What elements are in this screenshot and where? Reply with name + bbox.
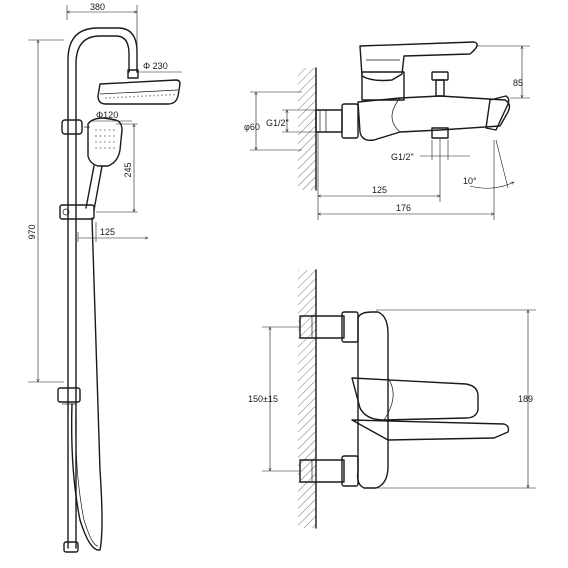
front-body [356,311,389,489]
nozzle-dot [137,95,139,98]
dim-front-height: 189 [518,394,533,404]
nozzle-dot [125,96,127,98]
nozzle-dot [104,147,106,149]
mixer-side-view: 85 φ60 G1/2" G1/2" 125 176 10° [244,41,530,220]
nozzle-dot [108,147,111,149]
nozzle-dot [157,94,159,97]
mixer-front-view: 150±15 189 [248,269,536,529]
nozzle-dot [173,93,175,96]
nozzle-dot [145,95,147,97]
nozzle-dot [113,96,115,99]
slider-holder [61,119,83,135]
front-lever [351,377,479,421]
nozzle-dot [141,95,143,98]
dim-mixer-height: 85 [513,78,523,88]
dim-hand-diameter: Φ120 [96,110,118,120]
overhead-shower-head [97,79,181,105]
dim-head-diameter: Φ 230 [143,61,168,71]
nozzle-dot [161,94,163,97]
nozzle-dot [99,141,102,143]
nozzle-dot [121,96,123,99]
nozzle-dot [129,95,131,98]
dim-spout-to-outlet: 125 [372,185,387,195]
dim-overhead-arm: 380 [90,2,105,12]
nozzle-dot [108,129,111,131]
mixer-body [357,95,511,142]
dim-hand-reach: 125 [100,227,115,237]
nozzle-dot [95,135,97,137]
nozzle-dot [104,129,106,131]
nozzle-dot [113,147,115,149]
shower-hose [70,217,103,551]
nozzle-dot [104,141,106,143]
nozzle-dot [169,93,171,96]
nozzle-dot [153,94,155,97]
riser-pipe [67,27,138,549]
lever-handle [359,41,478,82]
diverter [57,387,81,403]
lower-bracket [59,204,95,220]
nozzle-dot [99,147,102,149]
dim-centers: 150±15 [248,394,278,404]
nozzle-dot [105,97,107,99]
dim-spout-length: 176 [396,203,411,213]
dim-hand-height: 245 [123,162,133,177]
nozzle-dot [113,129,115,131]
nozzle-dot [95,129,97,131]
nozzle-dot [113,135,115,137]
nozzle-dot [104,135,106,137]
nozzle-dot [165,94,167,96]
nozzle-dot [99,135,102,137]
dim-spout-angle: 10° [463,176,477,186]
nozzle-dot [99,129,102,131]
nozzle-dot [117,96,119,99]
nozzle-dot [113,141,115,143]
nozzle-dot [149,94,151,97]
nozzle-dot [108,141,111,143]
hand-shower [85,117,123,211]
nozzle-dot [133,95,135,98]
dim-thread-inlet: G1/2" [266,118,289,128]
nozzle-dot [95,141,97,143]
dim-total-height: 970 [27,224,37,239]
dim-body-diameter: φ60 [244,122,260,132]
nozzle-dot [95,147,97,149]
nozzle-dot [108,135,111,137]
shower-column-view: 380 Φ 230 970 Φ120 [27,2,182,553]
dim-thread-outlet: G1/2" [391,152,414,162]
nozzle-dot [109,96,111,99]
